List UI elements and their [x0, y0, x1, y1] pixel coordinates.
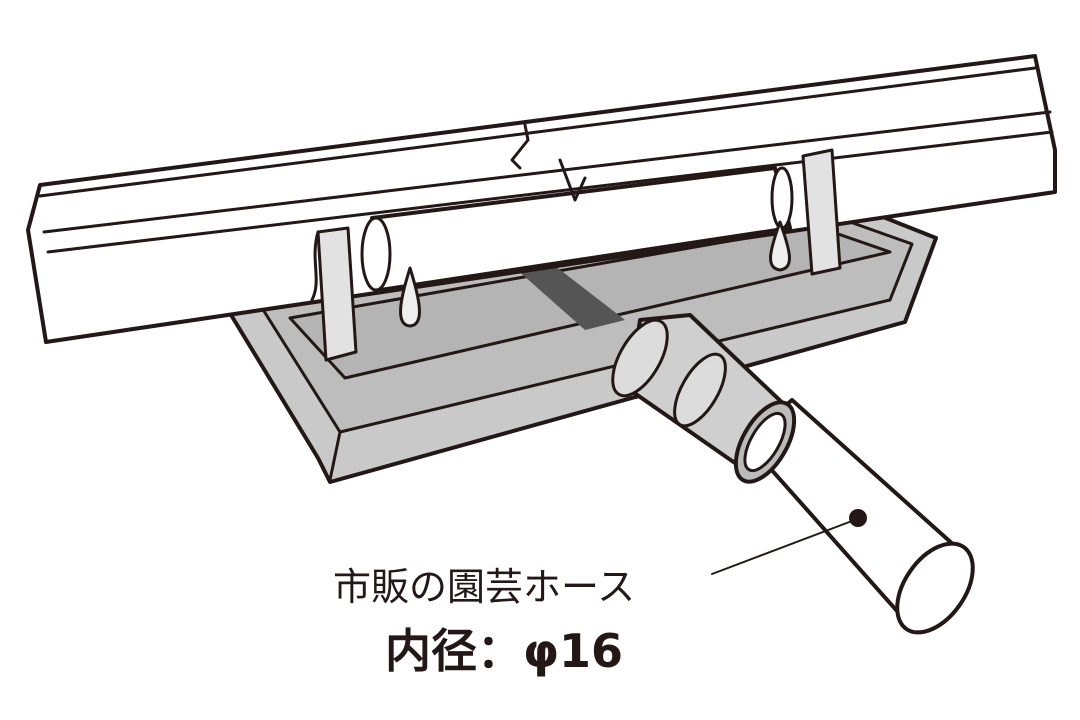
- water-drop-icon: [399, 266, 421, 328]
- gutter-roller: [360, 158, 794, 292]
- inner-diameter-label: 内径：φ16: [385, 624, 623, 678]
- garden-hose: [611, 313, 975, 635]
- hose-pointer-dot: [849, 509, 867, 527]
- drip-tray: [223, 194, 938, 484]
- hose-leader-line: [711, 520, 853, 575]
- tray-post-left: [310, 226, 358, 362]
- tray-post-right: [801, 148, 842, 276]
- hose-label: 市販の園芸ホース: [333, 565, 636, 609]
- water-drop-icon: [769, 220, 791, 272]
